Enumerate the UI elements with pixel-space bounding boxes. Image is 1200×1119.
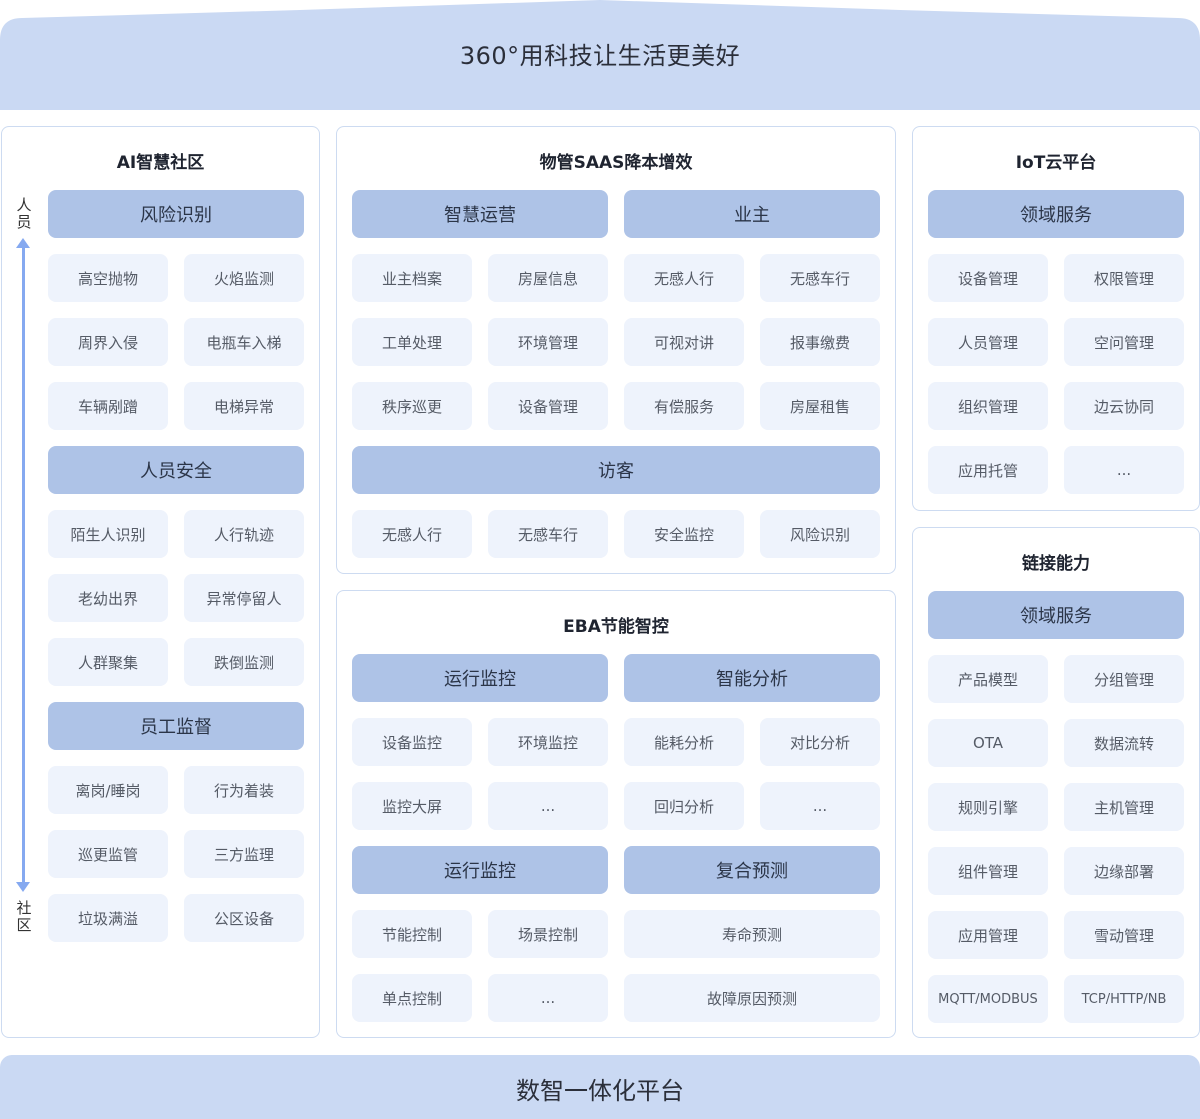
eba-analysis-item[interactable]: 对比分析 [760,718,880,766]
top-banner [0,0,1200,110]
saas-owner-item[interactable]: 可视对讲 [624,318,744,366]
saas-operations-item[interactable]: 房屋信息 [488,254,608,302]
link-item[interactable]: OTA [928,719,1048,767]
ai-safety-item[interactable]: 跌倒监测 [184,638,304,686]
saas-owner-item[interactable]: 无感车行 [760,254,880,302]
link-item[interactable]: 边缘部署 [1064,847,1184,895]
ai-safety-item[interactable]: 陌生人识别 [48,510,168,558]
ai-staff-item[interactable]: 行为着装 [184,766,304,814]
eba-monitor-item[interactable]: 监控大屏 [352,782,472,830]
link-header-domain[interactable]: 领域服务 [928,591,1184,639]
saas-visitor-item[interactable]: 安全监控 [624,510,744,558]
ai-staff-item[interactable]: 垃圾满溢 [48,894,168,942]
eba-prediction-item[interactable]: 寿命预测 [624,910,880,958]
ai-staff-item[interactable]: 三方监理 [184,830,304,878]
axis-top-label: 人员 [16,196,32,231]
link-title: 链接能力 [1022,554,1090,574]
saas-visitor-item[interactable]: 无感车行 [488,510,608,558]
eba-monitor-item[interactable]: 设备监控 [352,718,472,766]
iot-item[interactable]: 人员管理 [928,318,1048,366]
iot-item[interactable]: 组织管理 [928,382,1048,430]
eba-header-control[interactable]: 运行监控 [352,846,608,894]
iot-title: IoT云平台 [1015,153,1097,173]
bottom-banner [0,1055,1200,1119]
link-item[interactable]: 组件管理 [928,847,1048,895]
eba-analysis-item[interactable]: 回归分析 [624,782,744,830]
saas-operations-item[interactable]: 业主档案 [352,254,472,302]
saas-owner-item[interactable]: 房屋租售 [760,382,880,430]
eba-control-item[interactable]: 单点控制 [352,974,472,1022]
link-item[interactable]: 规则引擎 [928,783,1048,831]
eba-analysis-item[interactable]: 能耗分析 [624,718,744,766]
eba-header-monitor[interactable]: 运行监控 [352,654,608,702]
eba-monitor-item[interactable]: ... [488,782,608,830]
ai-risk-item[interactable]: 电瓶车入梯 [184,318,304,366]
iot-item[interactable]: 设备管理 [928,254,1048,302]
saas-header-operations[interactable]: 智慧运营 [352,190,608,238]
saas-owner-item[interactable]: 无感人行 [624,254,744,302]
saas-operations-item[interactable]: 环境管理 [488,318,608,366]
link-item[interactable]: MQTT/MODBUS [928,975,1048,1023]
ai-staff-item[interactable]: 离岗/睡岗 [48,766,168,814]
saas-operations-item[interactable]: 设备管理 [488,382,608,430]
saas-header-visitor[interactable]: 访客 [352,446,880,494]
link-item[interactable]: 主机管理 [1064,783,1184,831]
saas-visitor-item[interactable]: 风险识别 [760,510,880,558]
ai-risk-item[interactable]: 高空抛物 [48,254,168,302]
iot-item[interactable]: 权限管理 [1064,254,1184,302]
link-item[interactable]: 雪动管理 [1064,911,1184,959]
saas-operations-item[interactable]: 工单处理 [352,318,472,366]
ai-risk-item[interactable]: 火焰监测 [184,254,304,302]
saas-visitor-item[interactable]: 无感人行 [352,510,472,558]
eba-header-analysis[interactable]: 智能分析 [624,654,880,702]
top-banner-title: 360°用科技让生活更美好 [459,42,741,70]
eba-title: EBA节能智控 [563,617,669,637]
eba-analysis-item[interactable]: ... [760,782,880,830]
eba-prediction-item[interactable]: 故障原因预测 [624,974,880,1022]
ai-staff-item[interactable]: 公区设备 [184,894,304,942]
iot-item[interactable]: 空问管理 [1064,318,1184,366]
iot-header-domain[interactable]: 领域服务 [928,190,1184,238]
ai-safety-item[interactable]: 老幼出界 [48,574,168,622]
link-item[interactable]: 产品模型 [928,655,1048,703]
ai-risk-item[interactable]: 周界入侵 [48,318,168,366]
saas-owner-item[interactable]: 有偿服务 [624,382,744,430]
arrow-up-icon [16,238,30,248]
eba-control-item[interactable]: 节能控制 [352,910,472,958]
iot-item[interactable]: 应用托管 [928,446,1048,494]
link-item[interactable]: 数据流转 [1064,719,1184,767]
ai-risk-item[interactable]: 电梯异常 [184,382,304,430]
iot-item[interactable]: ... [1064,446,1184,494]
arrow-down-icon [16,882,30,892]
ai-section-header-risk[interactable]: 风险识别 [48,190,304,238]
ai-safety-item[interactable]: 人行轨迹 [184,510,304,558]
bottom-banner-title: 数智一体化平台 [516,1077,684,1105]
eba-monitor-item[interactable]: 环境监控 [488,718,608,766]
ai-safety-item[interactable]: 异常停留人 [184,574,304,622]
link-item[interactable]: 分组管理 [1064,655,1184,703]
ai-risk-item[interactable]: 车辆剐蹭 [48,382,168,430]
link-item[interactable]: TCP/HTTP/NB [1064,975,1184,1023]
eba-control-item[interactable]: ... [488,974,608,1022]
iot-item[interactable]: 边云协同 [1064,382,1184,430]
eba-header-prediction[interactable]: 复合预测 [624,846,880,894]
saas-header-owner[interactable]: 业主 [624,190,880,238]
ai-section-header-staff[interactable]: 员工监督 [48,702,304,750]
saas-title: 物管SAAS降本增效 [539,153,693,173]
ai-section-header-safety[interactable]: 人员安全 [48,446,304,494]
saas-owner-item[interactable]: 报事缴费 [760,318,880,366]
eba-control-item[interactable]: 场景控制 [488,910,608,958]
ai-community-title: AI智慧社区 [116,153,205,173]
axis-bottom-label: 社区 [16,899,32,934]
ai-safety-item[interactable]: 人群聚集 [48,638,168,686]
ai-staff-item[interactable]: 巡更监管 [48,830,168,878]
axis-line [22,244,25,886]
link-item[interactable]: 应用管理 [928,911,1048,959]
saas-operations-item[interactable]: 秩序巡更 [352,382,472,430]
